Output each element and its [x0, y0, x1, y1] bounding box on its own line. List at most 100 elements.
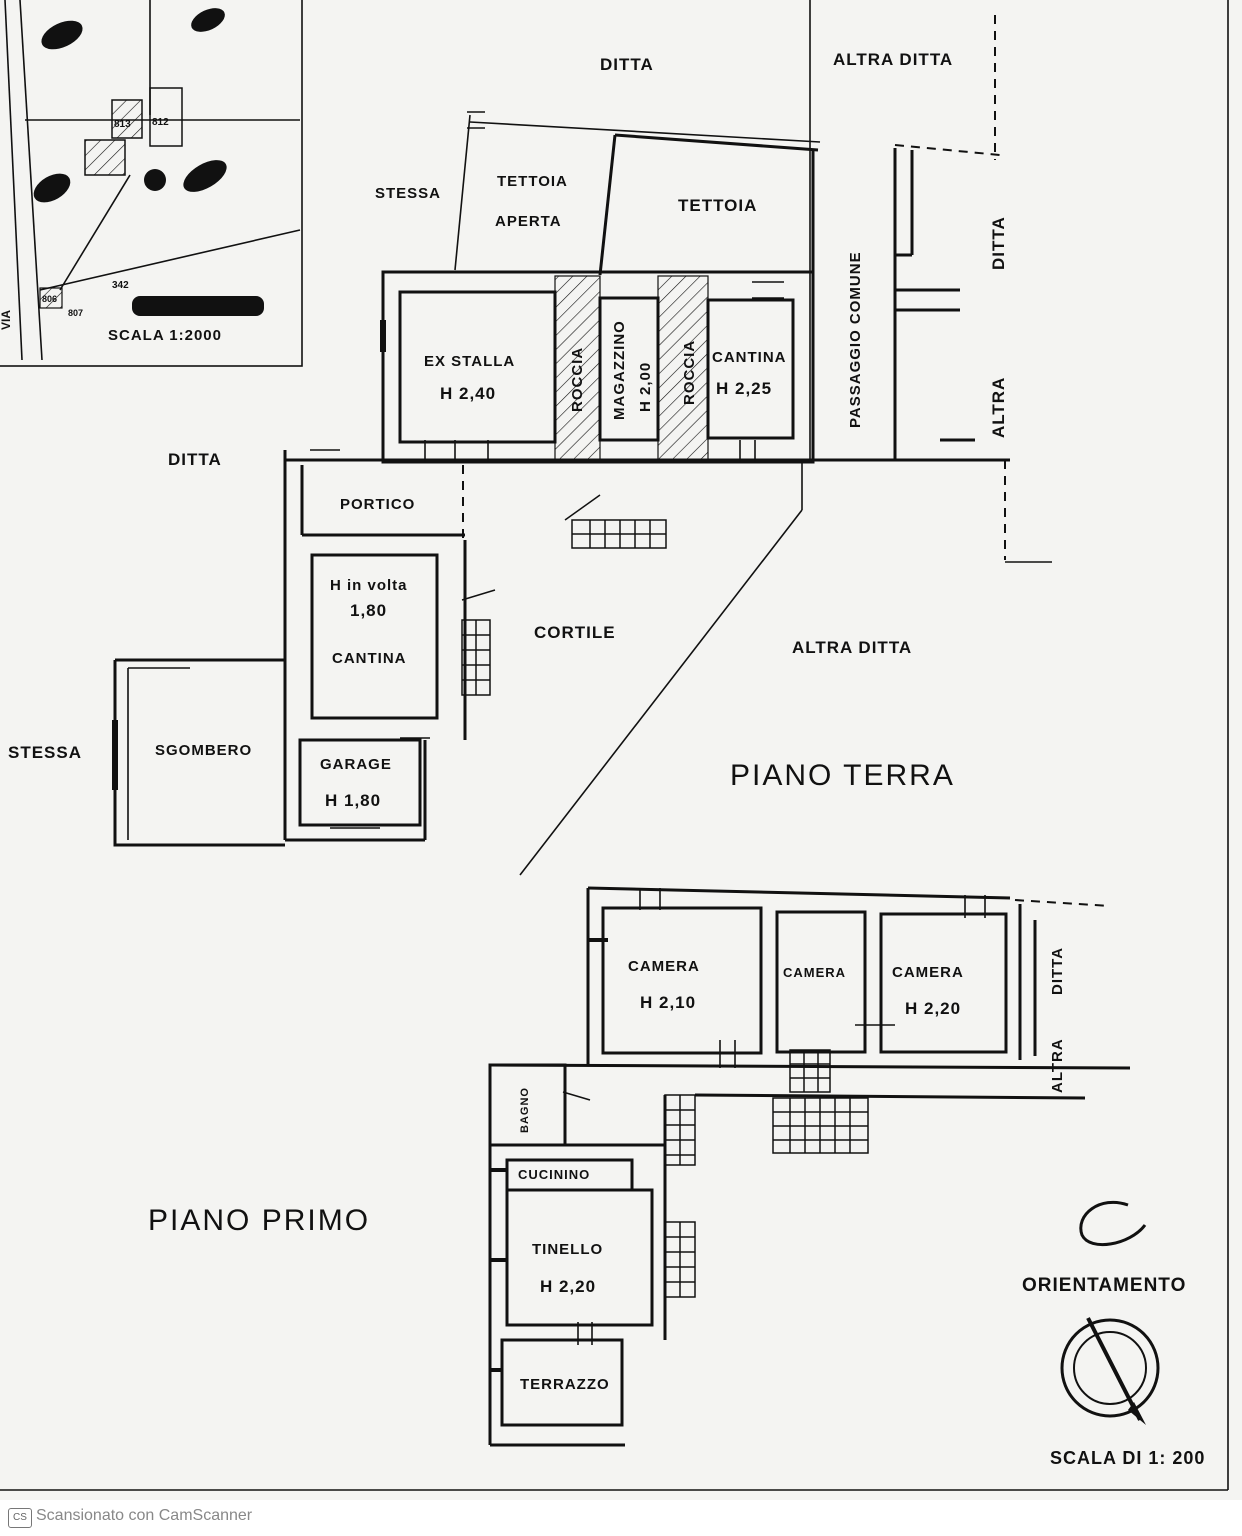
tree-icon — [33, 173, 71, 203]
bagno-door — [562, 1091, 591, 1101]
label-bagno: BAGNO — [519, 1087, 531, 1133]
label-portico: PORTICO — [340, 496, 415, 513]
label-stessa-left: STESSA — [8, 743, 82, 762]
inset-path-line — [59, 174, 131, 291]
label-garage: GARAGE — [320, 756, 392, 773]
label-cantina-2: CANTINA — [332, 650, 407, 667]
inset-building — [149, 87, 183, 147]
inset-building — [111, 99, 143, 139]
inset-scale-label: SCALA 1:2000 — [108, 327, 222, 344]
label-scala: SCALA DI 1: 200 — [1050, 1448, 1205, 1468]
window-marks — [112, 111, 784, 829]
compass-arrow-icon — [1128, 1402, 1146, 1425]
label-altra-ditta-bottom: ALTRA DITTA — [792, 638, 912, 657]
piano-terra-plan: DITTA ALTRA DITTA STESSA TETTOIA APERTA … — [8, 0, 1052, 876]
label-tettoia-aperta-1: TETTOIA — [497, 173, 568, 190]
parcel-label: 806 — [42, 294, 57, 304]
camera-2-room — [775, 910, 867, 1054]
label-cantina-2-height-1: H in volta — [330, 577, 408, 594]
label-camera-3-height: H 2,20 — [905, 999, 961, 1018]
label-cucinino: CUCININO — [518, 1167, 590, 1182]
label-tettoia-aperta-2: APERTA — [495, 213, 562, 230]
label-ditta-right: DITTA — [989, 216, 1008, 270]
label-camera-1: CAMERA — [628, 958, 700, 975]
inset-map: VIA 812 813 342 806 807 SCALA 1:2000 — [0, 0, 303, 367]
label-tinello-height: H 2,20 — [540, 1277, 596, 1296]
label-camera-3: CAMERA — [892, 964, 964, 981]
inset-building — [84, 139, 126, 176]
label-orientamento: ORIENTAMENTO — [1022, 1275, 1186, 1296]
road-label: VIA — [0, 310, 13, 330]
compass-needle-icon — [1086, 1317, 1142, 1421]
tree-icon — [144, 169, 166, 191]
tettoia-wall — [614, 133, 819, 152]
inset-road-line — [4, 0, 23, 361]
label-magazzino-height: H 2,00 — [637, 362, 654, 412]
inset-map-frame — [0, 0, 303, 367]
inset-building — [39, 287, 63, 309]
label-tinello: TINELLO — [532, 1241, 603, 1258]
label-tettoia: TETTOIA — [678, 196, 757, 215]
label-camera-2: CAMERA — [783, 965, 846, 980]
primo-boundary-dashed — [1014, 899, 1111, 907]
primo-corridor-line — [489, 1063, 1131, 1070]
property-boundary-dashed — [894, 144, 1001, 156]
orientation-block: ORIENTAMENTO SCALA DI 1: 200 — [1022, 1200, 1205, 1468]
inset-boundary-line — [39, 229, 301, 291]
primo-corridor-line — [694, 1093, 1086, 1100]
label-cantina-1-height: H 2,25 — [716, 379, 772, 398]
label-ex-stalla-height: H 2,40 — [440, 384, 496, 403]
compass-inner-ring — [1073, 1331, 1147, 1405]
label-passaggio-comune: PASSAGGIO COMUNE — [847, 251, 864, 428]
tree-icon — [183, 160, 227, 192]
primo-stairs — [664, 1049, 869, 1298]
tree-icon — [41, 20, 83, 50]
diagonal-boundary — [519, 509, 803, 876]
parcel-label: 807 — [68, 308, 83, 318]
garage-room — [298, 738, 422, 827]
tettoia-wall — [598, 134, 617, 276]
parcel-label: 813 — [114, 119, 131, 130]
property-boundary — [454, 114, 471, 271]
tinello-room — [505, 1188, 654, 1327]
parcel-label: 342 — [112, 280, 129, 291]
terrazzo-room — [500, 1338, 624, 1427]
label-altra-ditta-top: ALTRA DITTA — [833, 50, 953, 69]
label-roccia-1: ROCCIA — [569, 347, 586, 412]
camera-3-room — [879, 912, 1008, 1054]
label-ditta-left: DITTA — [168, 450, 222, 469]
camera-1-room — [601, 906, 763, 1055]
stairs — [461, 494, 667, 696]
label-cortile: CORTILE — [534, 623, 616, 642]
tree-icon — [191, 8, 225, 32]
label-stessa: STESSA — [375, 185, 441, 202]
compass-outer-ring — [1060, 1318, 1160, 1418]
label-altra-right: ALTRA — [989, 377, 1008, 438]
label-roccia-2: ROCCIA — [681, 340, 698, 405]
label-cantina-1: CANTINA — [712, 349, 787, 366]
label-ditta-primo: DITTA — [1049, 947, 1066, 995]
label-altra-primo: ALTRA — [1049, 1038, 1066, 1093]
label-sgombero: SGOMBERO — [155, 742, 252, 759]
label-ditta-top: DITTA — [600, 55, 654, 74]
title-piano-primo: PIANO PRIMO — [148, 1204, 370, 1237]
label-cantina-2-height-2: 1,80 — [350, 601, 387, 620]
label-camera-1-height: H 2,10 — [640, 993, 696, 1012]
camscanner-logo-icon: CS — [8, 1508, 32, 1528]
property-boundary — [469, 121, 821, 143]
camscanner-watermark-text: Scansionato con CamScanner — [36, 1507, 253, 1524]
parcel-label: 812 — [152, 117, 169, 128]
cantina-volta-room — [310, 553, 439, 720]
inset-road-line — [19, 0, 43, 361]
primo-window-marks — [490, 888, 986, 1372]
primo-north-wall — [587, 886, 1011, 900]
label-terrazzo: TERRAZZO — [520, 1376, 610, 1393]
label-garage-height: H 1,80 — [325, 791, 381, 810]
piano-primo-plan: CAMERA H 2,10 CAMERA CAMERA H 2,20 DITTA… — [148, 886, 1131, 1447]
bagno-room — [488, 1063, 567, 1147]
label-magazzino: MAGAZZINO — [611, 320, 628, 420]
title-piano-terra: PIANO TERRA — [730, 759, 955, 792]
label-ex-stalla: EX STALLA — [424, 353, 515, 370]
main-building-outline — [381, 270, 815, 464]
